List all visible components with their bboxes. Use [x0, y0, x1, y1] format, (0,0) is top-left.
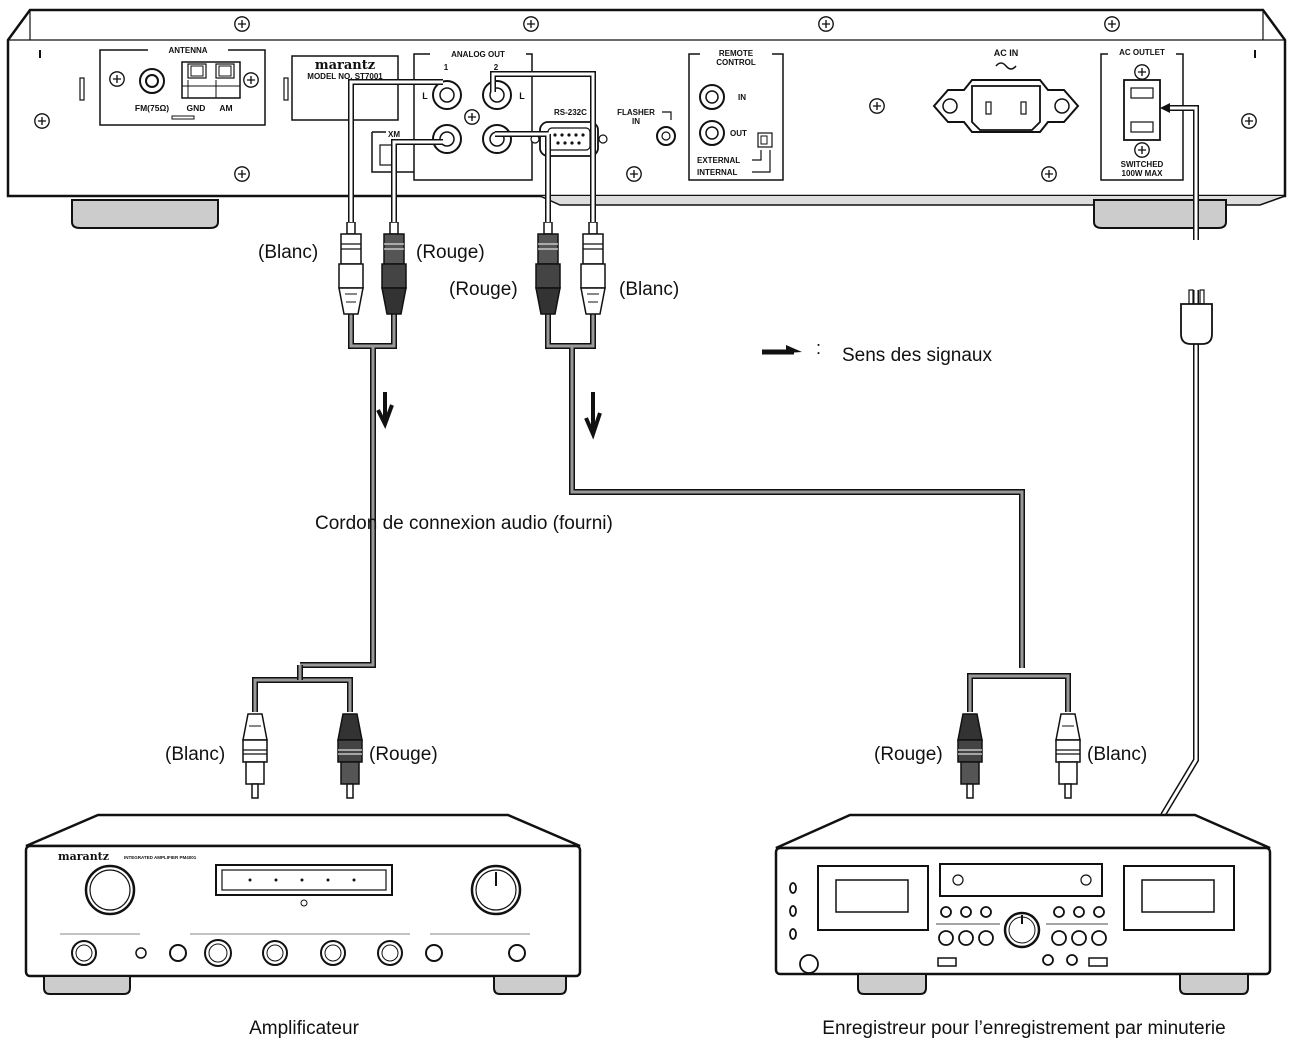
rs232-label: RS-232C — [554, 108, 587, 117]
screw-icon — [34, 113, 50, 129]
plug-red-amp — [337, 713, 363, 799]
signal-colon: : — [816, 338, 821, 358]
label-rouge: (Rouge) — [369, 744, 438, 765]
label-rouge: (Rouge) — [449, 279, 518, 300]
plug-white-recorder — [1055, 713, 1081, 799]
xm-label: XM — [388, 130, 400, 139]
screw-icon — [1134, 64, 1150, 80]
audio-cable-recorder — [490, 71, 1071, 712]
flasher-in-label: IN — [632, 117, 640, 126]
external-label: EXTERNAL — [697, 156, 740, 165]
signal-arrow-icon — [762, 345, 802, 355]
l-label: L — [422, 91, 428, 101]
model-label: MODEL NO. ST7001 — [307, 72, 383, 81]
plug-white-amp — [242, 713, 268, 799]
internal-label: INTERNAL — [697, 168, 738, 177]
switched-label: SWITCHED — [1121, 160, 1164, 169]
signal-direction-label: Sens des signaux — [842, 345, 992, 366]
ac-outlet-label: AC OUTLET — [1119, 48, 1165, 57]
screw-icon — [869, 98, 885, 114]
am-label: AM — [219, 103, 232, 113]
label-rouge: (Rouge) — [874, 744, 943, 765]
label-rouge: (Rouge) — [416, 242, 485, 263]
out-label: OUT — [730, 129, 747, 138]
antenna-label: ANTENNA — [168, 46, 207, 55]
out1-label: 1 — [444, 63, 449, 72]
ac-in-label: AC IN — [994, 48, 1019, 58]
analog-out-label: ANALOG OUT — [451, 50, 505, 59]
control-label: CONTROL — [716, 58, 756, 67]
screw-icon — [523, 16, 539, 32]
plug-white-left — [338, 222, 364, 315]
screw-icon — [243, 72, 259, 88]
label-blanc: (Blanc) — [258, 242, 318, 263]
label-blanc: (Blanc) — [619, 279, 679, 300]
screw-icon — [1134, 142, 1150, 158]
brand-label: marantz — [315, 58, 375, 73]
tuner-rear-panel: ANTENNA FM(75Ω) GND AM marantz MODEL NO.… — [6, 8, 1287, 229]
recorder-illustration — [774, 813, 1272, 995]
fm-label: FM(75Ω) — [135, 103, 169, 113]
plug-red-recorder — [957, 713, 983, 799]
audio-cable-amplifier — [252, 79, 443, 712]
plug-red-right — [535, 222, 561, 315]
power-plug-icon — [1180, 289, 1213, 345]
screw-icon — [1104, 16, 1120, 32]
amp-model-label: INTEGRATED AMPLIFIER PM4001 — [124, 855, 197, 860]
label-blanc: (Blanc) — [1087, 744, 1147, 765]
screw-icon — [1241, 113, 1257, 129]
recorder-label: Enregistreur pour l’enregistrement par m… — [822, 1018, 1225, 1039]
in-label: IN — [738, 93, 746, 102]
screw-icon — [234, 166, 250, 182]
flasher-label: FLASHER — [617, 108, 655, 117]
screw-icon — [626, 166, 642, 182]
screw-icon — [818, 16, 834, 32]
remote-label: REMOTE — [719, 49, 754, 58]
amplifier-label: Amplificateur — [249, 1018, 359, 1039]
screw-icon — [234, 16, 250, 32]
screw-icon — [464, 109, 480, 125]
label-blanc: (Blanc) — [165, 744, 225, 765]
screw-icon — [109, 71, 125, 87]
max-label: 100W MAX — [1122, 169, 1164, 178]
amplifier-illustration: marantz INTEGRATED AMPLIFIER PM4001 — [24, 813, 582, 995]
gnd-label: GND — [187, 103, 206, 113]
l-label: L — [519, 91, 525, 101]
screw-icon — [1041, 166, 1057, 182]
plug-white-right — [580, 222, 606, 315]
cable-label: Cordon de connexion audio (fourni) — [315, 513, 613, 534]
out2-label: 2 — [494, 63, 499, 72]
power-cord — [1160, 103, 1199, 817]
amp-brand-label: marantz — [58, 850, 109, 863]
plug-red-left — [381, 222, 407, 315]
